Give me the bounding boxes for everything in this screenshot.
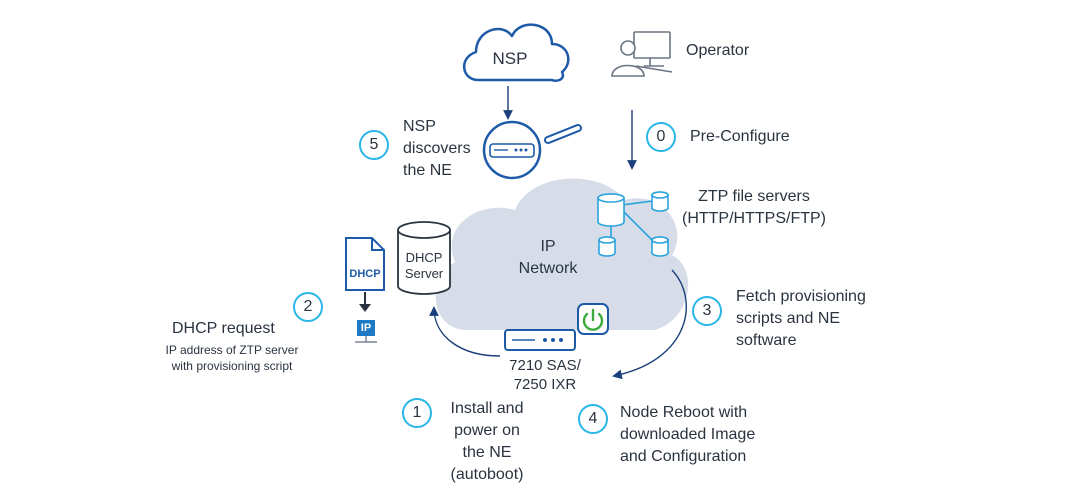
dhcp-server-icon — [397, 221, 451, 295]
ip-network-cloud — [435, 178, 689, 331]
ztp-servers-icon — [597, 191, 669, 257]
ne-device-icon — [504, 329, 576, 351]
step-0-text: Pre-Configure — [690, 128, 790, 145]
node-label: 7210 SAS/ 7250 IXR — [509, 357, 581, 393]
step-1-badge: 1 — [402, 398, 432, 428]
step-2-badge: 2 — [293, 292, 323, 322]
operator-label: Operator — [686, 42, 750, 59]
nsp-cloud-label: NSP — [492, 49, 528, 68]
step-1-text: Install and power on the NE (autoboot) — [450, 400, 524, 483]
dhcp-document-label: DHCP — [349, 268, 381, 280]
fetch-arrow — [612, 269, 687, 380]
step-0-badge: 0 — [646, 122, 676, 152]
step-2-subtext: IP address of ZTP server with provisioni… — [165, 343, 299, 373]
dhcp-server-label: DHCP Server — [404, 250, 444, 281]
magnifier-icon — [482, 120, 582, 180]
dhcp-document-icon — [345, 237, 385, 343]
step-4-text: Node Reboot with downloaded Image and Co… — [620, 404, 756, 465]
step-3-text: Fetch provisioning scripts and NE softwa… — [736, 288, 866, 349]
step-5-text: NSP discovers the NE — [403, 118, 471, 179]
nsp-cloud-icon — [463, 23, 570, 82]
step-4-badge: 4 — [578, 404, 608, 434]
ztp-servers-label: ZTP file servers (HTTP/HTTPS/FTP) — [682, 188, 826, 227]
flow-arrows — [429, 86, 687, 380]
ip-badge-label: IP — [360, 322, 372, 334]
dhcp-arrow — [429, 306, 501, 357]
power-icon — [577, 303, 609, 335]
operator-icon — [611, 31, 673, 77]
ip-network-label: IP Network — [518, 238, 578, 277]
step-5-badge: 5 — [359, 130, 389, 160]
step-3-badge: 3 — [692, 296, 722, 326]
step-2-title: DHCP request — [172, 320, 275, 337]
